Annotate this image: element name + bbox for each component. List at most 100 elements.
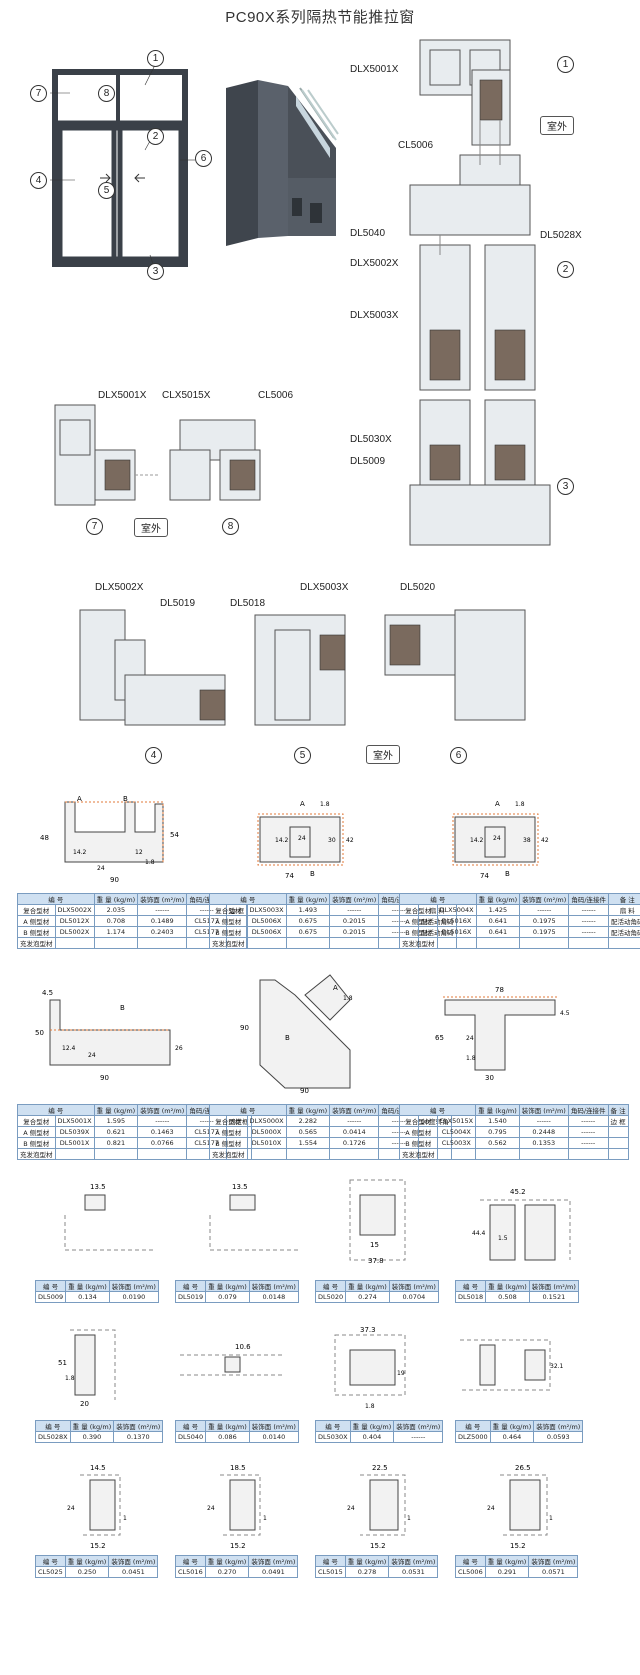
- table-cell: 0.0491: [248, 1566, 299, 1578]
- table-cell: [518, 1148, 569, 1160]
- marker-2: 2: [147, 128, 164, 145]
- table-cell: 0.1370: [113, 1431, 164, 1443]
- profile-dlx5000x-drawing: A 1.8 B 90 90: [240, 974, 353, 1095]
- table-cell: 0.2403: [137, 926, 188, 938]
- table-cell: [137, 1148, 188, 1160]
- profile-dl5028x-drawing: 51 1.8 20: [58, 1329, 116, 1408]
- table-cell: B 侧型材: [17, 1137, 56, 1149]
- dim-s11-15-2: 15.2: [370, 1542, 386, 1550]
- table-cell: [93, 1148, 139, 1160]
- dim-p5-90-h: 90: [300, 1087, 309, 1095]
- table-cell: ------: [568, 915, 610, 927]
- table-cell: DLX5004X: [436, 904, 477, 916]
- dim-p5-a: A: [333, 984, 338, 992]
- table-cell: DL5040: [174, 1431, 207, 1443]
- dim-s6-10-6: 10.6: [235, 1343, 251, 1351]
- section-a-marker-2: 2: [557, 261, 574, 278]
- table-cell: ------: [567, 1137, 609, 1149]
- dim-s5-1-8: 1.8: [65, 1375, 75, 1382]
- table-cell: [568, 937, 610, 949]
- table-cell: DL5018: [454, 1291, 487, 1303]
- table-cell: ------: [393, 1431, 444, 1443]
- dim-p3-14-2: 14.2: [470, 837, 484, 844]
- table-cell: 0.562: [475, 1137, 520, 1149]
- table-cell: 复合型材: [17, 1115, 56, 1127]
- table-header-cell: 编 号: [175, 1555, 206, 1567]
- table-cell: 1.425: [475, 904, 521, 916]
- table-header-cell: 重 量 (kg/m): [489, 1420, 535, 1432]
- table-cell: 0.0531: [388, 1566, 439, 1578]
- table-cell: ------: [567, 1126, 609, 1138]
- label-dlx5003x-a: DLX5003X: [350, 310, 399, 321]
- dim-p5-90-v: 90: [240, 1024, 249, 1032]
- table-cell: 0.0140: [248, 1431, 299, 1443]
- table-header-cell: 重 量 (kg/m): [475, 893, 521, 905]
- section-c-marker-6: 6: [450, 747, 467, 764]
- table-header-cell: 装饰面 (m²/m): [108, 1280, 159, 1292]
- table-cell: B 侧型材: [17, 926, 56, 938]
- table-header-cell: 编 号: [209, 893, 287, 905]
- dim-s7-37-3: 37.3: [360, 1326, 376, 1334]
- table-cell: [93, 937, 139, 949]
- table-cell: DL5001X: [54, 1137, 95, 1149]
- table-cell: 0.795: [475, 1126, 520, 1138]
- table-cell: [519, 937, 570, 949]
- table-cell: 0.2015: [329, 915, 380, 927]
- table-header-cell: 编 号: [454, 1280, 487, 1292]
- label-dlx5002x-a: DLX5002X: [350, 258, 399, 269]
- profile-dlx5002x-drawing: A B 48 54 14.2 24 12 1.8 90: [40, 795, 179, 884]
- table-cell: CL5003X: [436, 1137, 477, 1149]
- marker-8: 8: [98, 85, 115, 102]
- table-cell: [608, 937, 640, 949]
- table-header-cell: 编 号: [35, 1555, 66, 1567]
- dim-p6-24: 24: [466, 1035, 474, 1042]
- label-dl5020: DL5020: [400, 582, 436, 593]
- table-cell: [436, 1148, 477, 1160]
- table-cell: [607, 1148, 629, 1160]
- horizontal-section-7-8-diagram: [54, 404, 261, 506]
- table-cell: 0.134: [65, 1291, 110, 1303]
- table-header-cell: 装饰面 (m²/m): [137, 893, 188, 905]
- table-cell: 0.1975: [519, 926, 570, 938]
- table-cell: 充发泡型材: [399, 1148, 438, 1160]
- dim-p4-b: B: [120, 1004, 125, 1012]
- table-cell: 1.174: [93, 926, 139, 938]
- section-b-marker-8: 8: [222, 518, 239, 535]
- table-cell: ------: [568, 926, 610, 938]
- label-dl5030x: DL5030X: [350, 434, 392, 445]
- table-cell: 1.493: [285, 904, 331, 916]
- table-cell: 0.821: [93, 1137, 139, 1149]
- label-dlx5002x-c: DLX5002X: [95, 582, 144, 593]
- table-cell: 充发泡型材: [209, 1148, 248, 1160]
- dim-p4-26: 26: [175, 1045, 183, 1052]
- table-cell: [137, 937, 188, 949]
- table-cell: DL5000X: [246, 1126, 287, 1138]
- page-title: PC90X系列隔热节能推拉窗: [225, 9, 415, 26]
- dim-p1-14-2: 14.2: [73, 849, 87, 856]
- table-header-cell: 角码/连接件: [568, 893, 610, 905]
- marker-4: 4: [30, 172, 47, 189]
- table-header-cell: 重 量 (kg/m): [93, 1104, 139, 1116]
- table-header-cell: 装饰面 (m²/m): [528, 1280, 579, 1292]
- label-cl5006-a: CL5006: [398, 140, 434, 151]
- dim-s9-15-2: 15.2: [90, 1542, 106, 1550]
- profile-clx5015x-drawing: 78 4.5 65 24 1.8 30: [435, 986, 570, 1082]
- table-header-cell: 重 量 (kg/m): [484, 1555, 530, 1567]
- hdr: 编 号: [17, 893, 95, 905]
- profile-cl5016-drawing: 18.5 24 1 15.2: [207, 1464, 267, 1550]
- table-cell: 充发泡型材: [17, 1148, 56, 1160]
- dim-s10-18-5: 18.5: [230, 1464, 246, 1472]
- dim-p3-74: 74: [480, 872, 489, 880]
- table-cell: 0.086: [205, 1431, 250, 1443]
- dim-p2-30: 30: [328, 837, 336, 844]
- table-cell: [607, 1126, 629, 1138]
- table-cell: 扇 料: [608, 904, 640, 916]
- table-header-cell: 重 量 (kg/m): [64, 1555, 110, 1567]
- profile-dl5040-drawing: 10.6: [180, 1343, 285, 1376]
- dim-s12-15-2: 15.2: [510, 1542, 526, 1550]
- table-cell: ------: [568, 904, 610, 916]
